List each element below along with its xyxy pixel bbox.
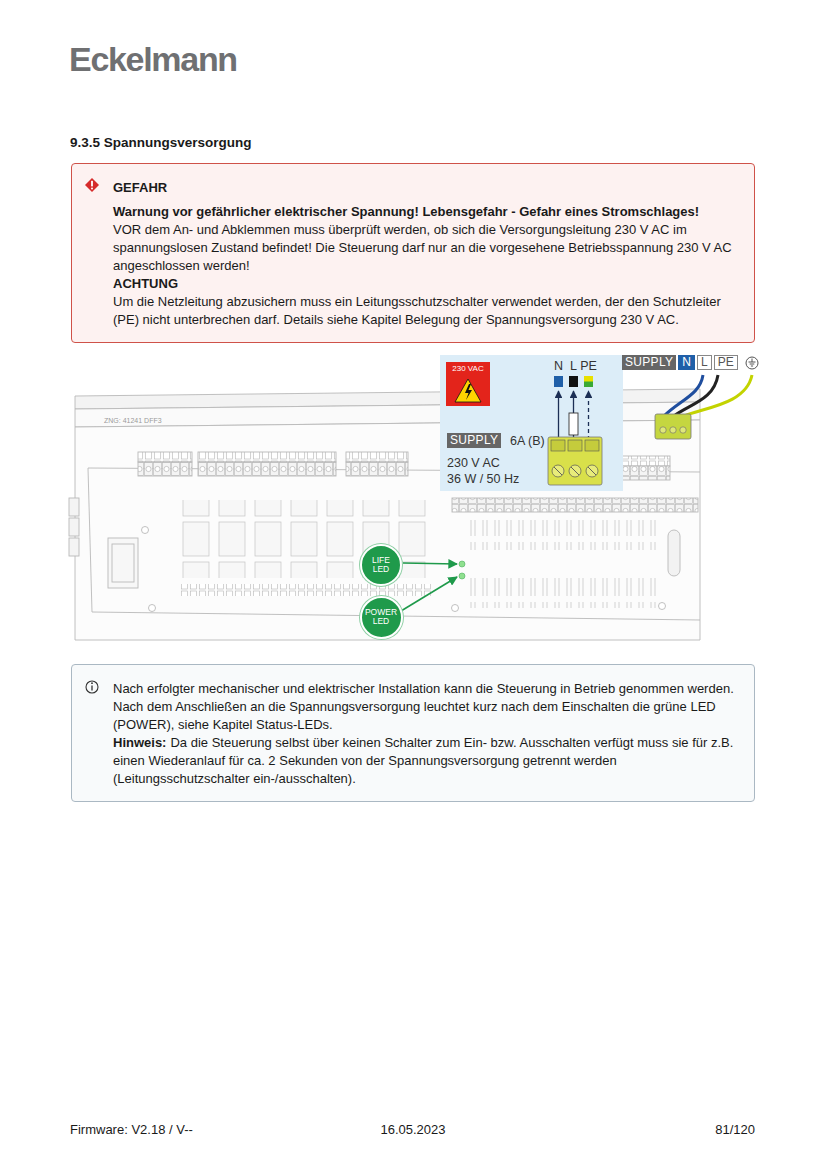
supply-connector [670,427,676,433]
supply-panel-drawing [455,379,481,402]
supply-panel-drawing [569,413,578,435]
controller-housing [470,520,656,550]
info-icon [91,686,92,691]
hazard-sign: 230 VAC [446,362,490,406]
controller-housing [659,603,666,610]
supply-power: 36 W / 50 Hz [447,472,519,487]
supply-tag: SUPPLY [622,355,676,370]
supply-panel: 6A (B) 230 V AC36 W / 50 Hz 230 VAC SUPPLY [440,355,623,491]
supply-panel-drawing [551,440,565,451]
supply-panel-drawing [554,376,563,387]
led-callout: LIFE LED [360,544,402,586]
supply-panel-drawing [440,355,623,491]
supply-connector [674,375,718,416]
info-icon [86,681,98,693]
drawing-number: ZNG: 41241 DFF3 [104,417,162,424]
led-callout: POWER LED [360,596,403,639]
note-heading: Hinweis: [113,735,166,750]
terminal-tag: L [697,355,712,370]
supply-panel-drawing [440,355,623,491]
terminal-name: L [570,359,577,373]
info-icon [91,682,93,684]
info-box: Nach erfolgter mechanischer und elektris… [71,664,755,802]
supply-connector [655,375,752,439]
danger-box: GEFAHR Warnung vor gefährlicher elektrisc… [71,163,755,343]
controller-housing [470,578,656,608]
controller-housing [346,452,408,462]
controller-housing [452,605,459,612]
supply-panel-drawing [584,376,593,387]
terminal-name: PE [580,359,597,373]
supply-panel-drawing [554,467,596,475]
danger-icon [91,188,93,190]
hazard-voltage: 230 VAC [446,364,490,373]
footer-firmware: Firmware: V2.18 / V-- [70,1122,193,1137]
footer-date: 16.05.2023 [380,1122,445,1137]
controller-housing [138,452,192,462]
info-text: Nach erfolgter mechanischer und elektris… [113,680,742,734]
terminal-name: N [554,359,563,373]
controller-housing [69,498,79,516]
earth-symbol [746,357,758,369]
status-leds [403,563,457,564]
earth-symbol [748,359,755,367]
section-heading: 9.3.5 Spannungsversorgung [70,135,252,150]
footer-page: 81/120 [715,1122,755,1137]
supply-panel-drawing [558,391,559,440]
status-leds [401,577,457,611]
controller-housing [112,544,134,582]
brand-logo: Eckelmann [69,40,237,79]
attention-heading: ACHTUNG [113,275,742,293]
supply-connector [660,427,666,433]
controller-housing [198,462,336,476]
controller-housing [142,527,149,534]
supply-panel-drawing [569,376,578,387]
led-name: LIFE LED [372,556,390,575]
controller-housing [452,498,698,512]
earth-symbol [745,356,759,370]
supply-panel-drawing [584,382,593,388]
fuse-rating: 6A (B) [510,434,545,449]
supply-panel-drawing [588,391,589,440]
danger-heading: GEFAHR [113,179,742,197]
controller-housing [198,452,336,462]
danger-text: VOR dem An- und Abklemmen muss überprüft… [113,221,742,275]
controller-housing [69,538,79,556]
info-icon [86,681,98,693]
status-leds [459,573,465,579]
danger-icon [91,181,93,187]
attention-text: Um die Netzleitung abzusichern muss ein … [113,293,742,329]
note-text: Da die Steuerung selbst über keinen Scha… [113,735,733,786]
controller-housing [108,538,138,588]
controller-housing [180,584,432,596]
supply-panel-drawing [548,437,602,485]
supply-tag: SUPPLY [447,433,501,448]
status-leds [459,561,465,567]
controller-housing [138,462,192,476]
supply-panel-drawing [465,384,472,400]
supply-panel-drawing [568,440,582,451]
terminal-tag: N [678,355,695,370]
led-name: POWER LED [365,608,397,627]
supply-panel-drawing [446,362,490,406]
supply-connector [680,427,686,433]
danger-icon [85,178,99,192]
danger-icon [85,178,99,192]
danger-warning: Warnung vor gefährlicher elektrischer Sp… [113,203,742,221]
status-leds [401,561,465,611]
supply-panel-drawing [585,440,599,451]
supply-tag-text: SUPPLY [450,433,498,448]
controller-housing [346,462,408,476]
terminal-tag: PE [714,355,738,370]
controller-housing [149,605,156,612]
supply-tag-text: SUPPLY [625,355,673,370]
supply-connector [655,414,691,439]
controller-housing [69,518,79,536]
supply-connector [684,375,752,416]
controller-housing [668,530,680,576]
supply-voltage: 230 V AC [447,456,500,471]
